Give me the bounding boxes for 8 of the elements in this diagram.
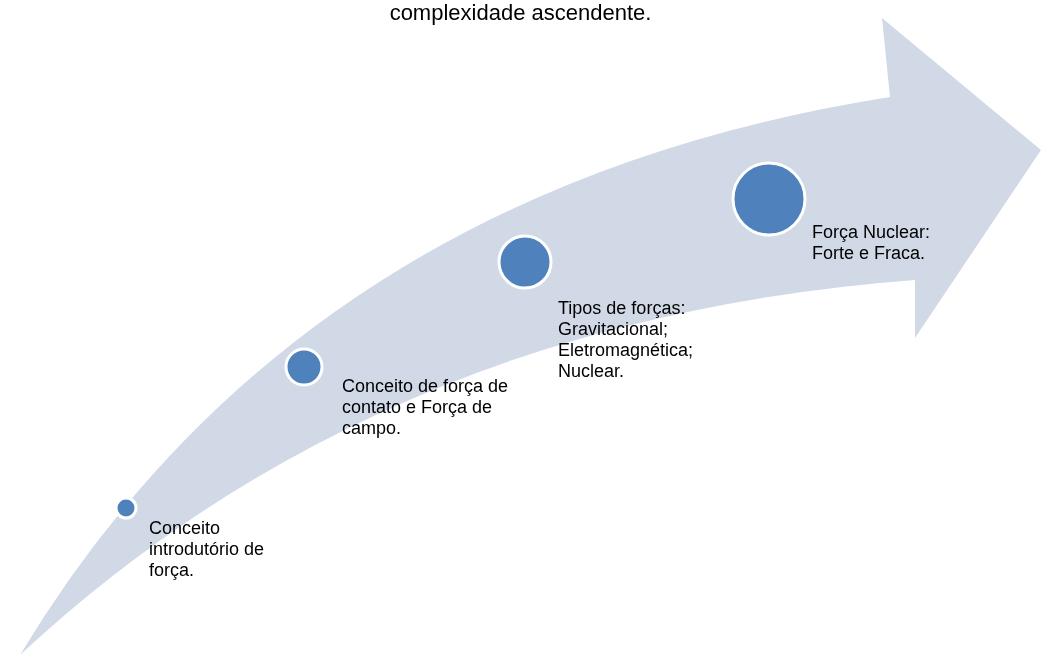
milestone-label: Conceito de força de contato e Força de campo. [342, 376, 510, 439]
milestone-label: Tipos de forças: Gravitacional; Eletromagnética; Nuclear. [558, 298, 695, 382]
milestone-circle [496, 233, 554, 291]
milestone-circle [283, 346, 325, 388]
milestone-label: Força Nuclear: Forte e Fraca. [812, 222, 932, 264]
milestone-circle [730, 160, 808, 238]
milestone-label: Conceito introdutório de força. [149, 518, 266, 581]
title: complexidade ascendente. [388, 2, 653, 23]
